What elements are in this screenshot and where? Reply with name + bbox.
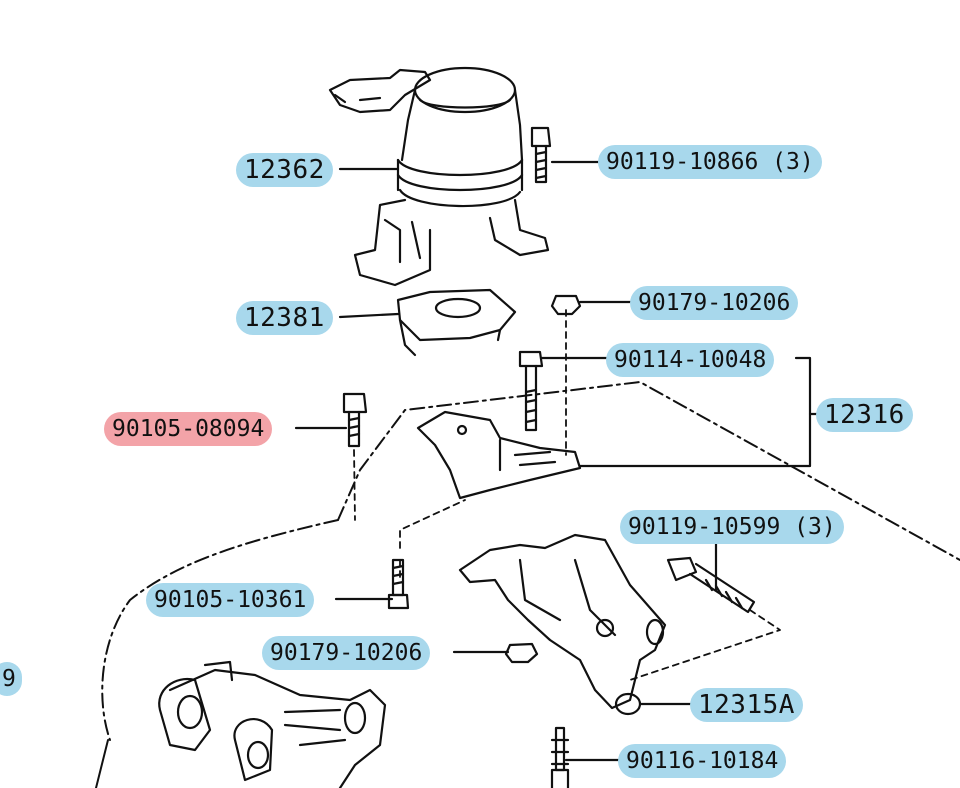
engine-outline <box>337 381 960 561</box>
mount-spacer <box>396 288 517 357</box>
part-label-12315A: 12315A <box>690 688 803 722</box>
part-label-90116-10184: 90116-10184 <box>618 744 787 778</box>
transmission-bracket <box>158 660 387 788</box>
part-label-90105-10361: 90105-10361 <box>146 583 315 617</box>
stud-90116-10184 <box>550 726 570 788</box>
leader-12381 <box>338 312 400 319</box>
lower-engine-mount <box>458 533 667 716</box>
engine-outline-left <box>101 519 339 741</box>
part-label-12316: 12316 <box>816 398 913 432</box>
bolt-90114-10048 <box>518 350 544 432</box>
leader-12316-bracket <box>578 356 812 468</box>
part-label-90114-10048: 90114-10048 <box>606 343 775 377</box>
part-label-90179-10206-upper: 90179-10206 <box>630 286 799 320</box>
bolt-90119-10866 <box>530 126 552 184</box>
nut-90179-lower <box>504 642 539 664</box>
bolt-90105-08094 <box>342 392 368 448</box>
bolt-90119-10599 <box>666 556 756 614</box>
engine-outline-bottom <box>95 739 109 788</box>
dash-line-bolt-c <box>629 609 781 681</box>
dash-line-bracket <box>399 499 466 549</box>
part-label-90179-10206-lower: 90179-10206 <box>262 636 431 670</box>
nut-90179-upper <box>550 294 582 316</box>
engine-mount-bracket <box>416 410 582 500</box>
part-label-90119-10599: 90119-10599 (3) <box>620 510 844 544</box>
part-label-edge: 9 <box>0 662 22 696</box>
part-label-90119-10866: 90119-10866 (3) <box>598 145 822 179</box>
part-label-90105-08094: 90105-08094 <box>104 412 273 446</box>
bolt-90105-10361 <box>387 558 410 610</box>
part-label-12381: 12381 <box>236 301 333 335</box>
engine-mount-insulator <box>328 66 550 287</box>
dash-line-bolt-a <box>353 449 356 521</box>
part-label-12362: 12362 <box>236 153 333 187</box>
